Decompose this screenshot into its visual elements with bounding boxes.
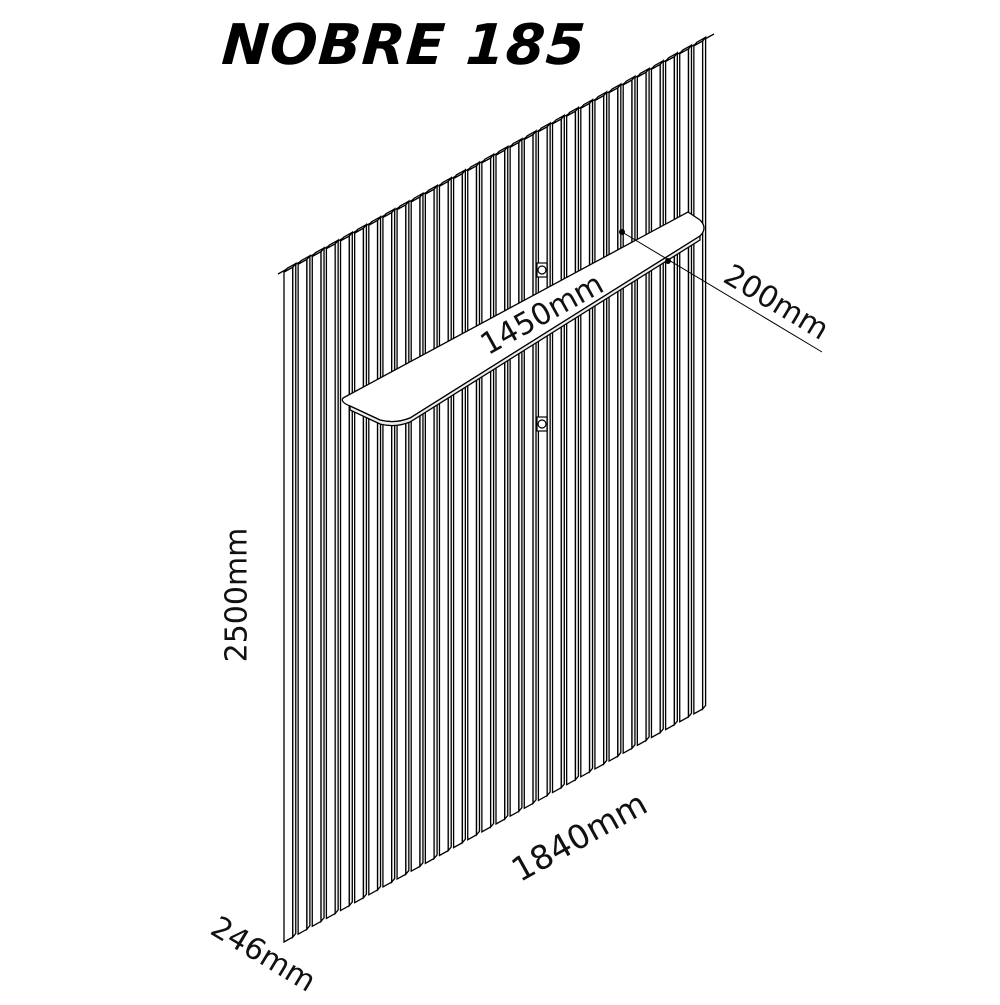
product-title: NOBRE 185 bbox=[219, 13, 589, 78]
bracket-icon bbox=[536, 262, 548, 278]
mounting-brackets bbox=[536, 262, 548, 432]
bracket-hole-icon bbox=[537, 419, 547, 429]
height-dimension-label: 2500mm bbox=[219, 527, 255, 663]
vertical-slats bbox=[277, 33, 715, 944]
bracket-hole-icon bbox=[537, 265, 547, 275]
shelf-depth-dimension-line bbox=[619, 229, 823, 353]
bracket-icon bbox=[536, 416, 548, 432]
floating-shelf bbox=[341, 211, 705, 427]
